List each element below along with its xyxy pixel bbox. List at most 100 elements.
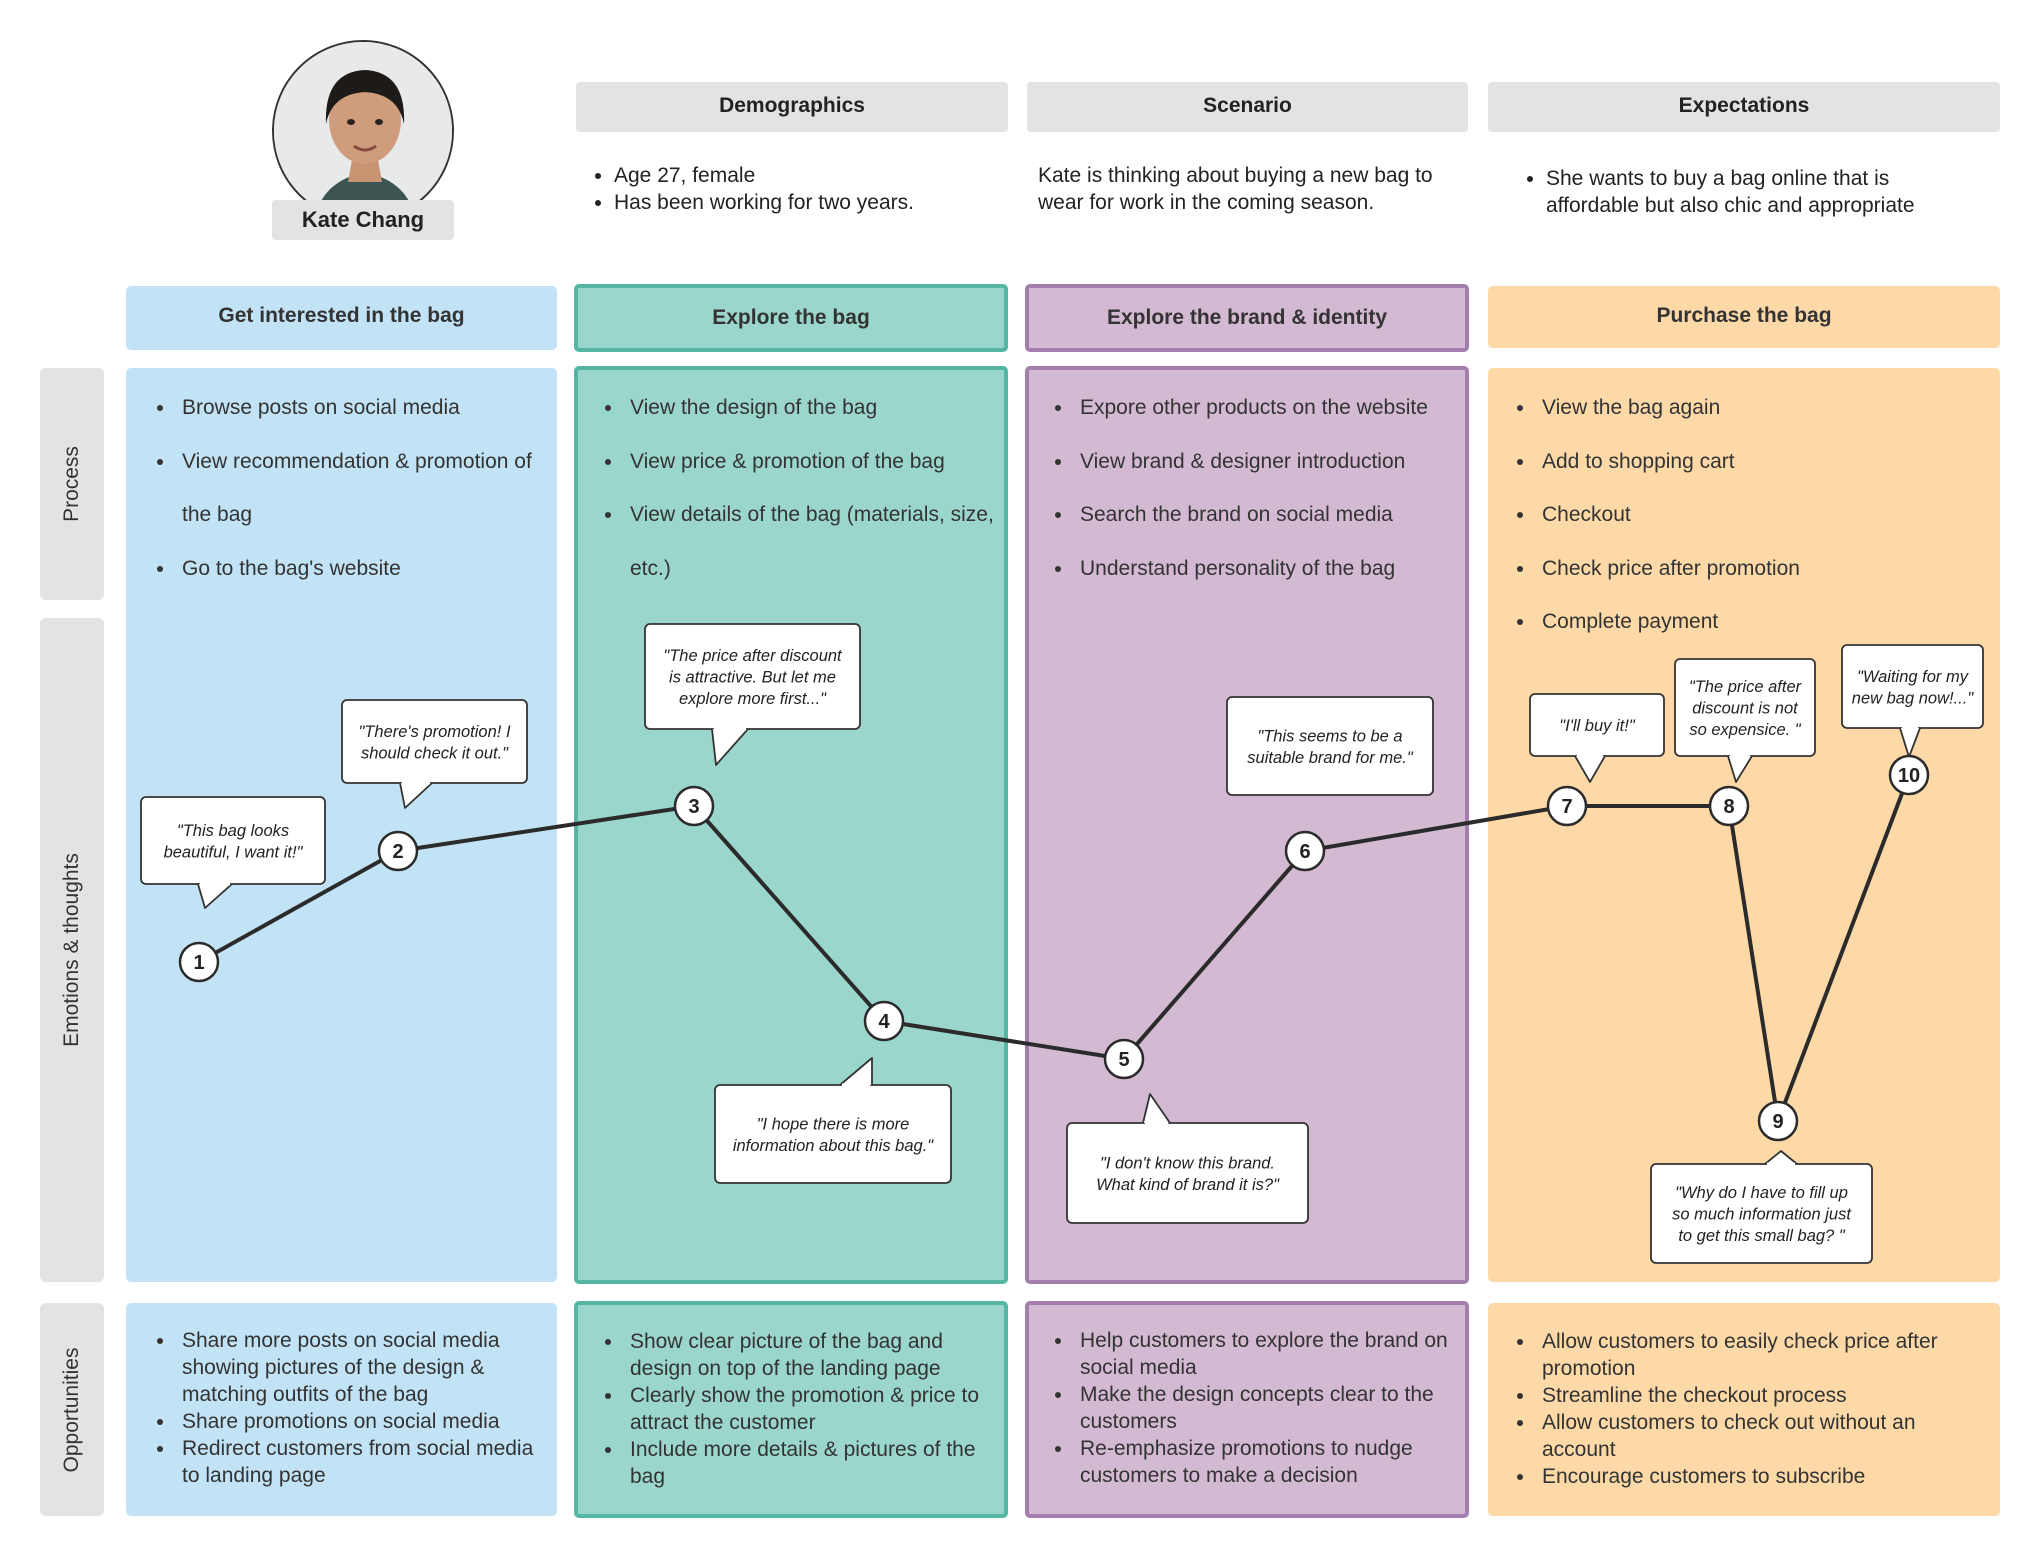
quote-text: new bag now!..."	[1852, 689, 1975, 707]
journey-node-circle	[1546, 785, 1588, 827]
speech-bubble-tail	[1727, 755, 1753, 783]
process-list-interest: Browse posts on social media View recomm…	[148, 381, 548, 595]
journey-node-circle	[1708, 785, 1750, 827]
opportunity-item: Make the design concepts clear to the cu…	[1074, 1381, 1456, 1435]
opportunities-list-explore-bag: Show clear picture of the bag and design…	[596, 1328, 996, 1490]
speech-bubble-box	[341, 699, 528, 784]
opportunity-item: Share more posts on social media showing…	[176, 1327, 538, 1408]
demographics-header: Demographics	[576, 82, 1008, 132]
process-item: Understand personality of the bag	[1074, 542, 1466, 596]
row-label-emotions: Emotions & thoughts	[40, 618, 104, 1282]
expectations-item: She wants to buy a bag online that is af…	[1546, 165, 1958, 219]
opportunities-list-explore-brand: Help customers to explore the brand on s…	[1046, 1327, 1456, 1489]
journey-node: 4	[863, 1000, 905, 1042]
process-item: Complete payment	[1536, 595, 1968, 649]
opportunities-box-purchase	[1488, 1303, 2000, 1516]
opportunity-item: Include more details & pictures of the b…	[624, 1436, 996, 1490]
quote-text: "I hope there is more	[757, 1115, 910, 1133]
journey-node-circle	[1757, 1100, 1799, 1142]
speech-bubble-box	[1066, 1122, 1309, 1224]
speech-bubble-tail	[1764, 1150, 1798, 1165]
quote-text: What kind of brand it is?"	[1096, 1176, 1280, 1194]
quote-text: "This seems to be a	[1257, 727, 1402, 745]
process-list-explore-brand: Expore other products on the website Vie…	[1046, 381, 1466, 595]
quote-text: explore more first..."	[679, 690, 827, 708]
journey-line	[198, 774, 1911, 1123]
scenario-text: Kate is thinking about buying a new bag …	[1038, 162, 1458, 216]
journey-node-circle	[1888, 754, 1930, 796]
stage-header-explore-brand: Explore the brand & identity	[1025, 284, 1469, 352]
demographics-item: Has been working for two years.	[614, 189, 1006, 216]
journey-node: 8	[1708, 785, 1750, 827]
speech-bubble-box	[1841, 644, 1984, 729]
quote-text: so expensice. "	[1689, 721, 1801, 739]
speech-bubble-tail	[1574, 755, 1606, 783]
quote-text: "Waiting for my	[1857, 668, 1970, 686]
process-list-purchase: View the bag again Add to shopping cart …	[1508, 381, 1968, 649]
journey-node-label: 1	[193, 952, 204, 974]
opportunity-item: Re-emphasize promotions to nudge custome…	[1074, 1435, 1456, 1489]
scenario-description: Kate is thinking about buying a new bag …	[1038, 164, 1433, 214]
quote-text: information about this bag."	[733, 1137, 934, 1155]
journey-node: 9	[1757, 1100, 1799, 1142]
process-item: Check price after promotion	[1536, 542, 1968, 596]
journey-node-circle	[377, 830, 419, 872]
opportunity-item: Allow customers to easily check price af…	[1536, 1328, 1978, 1382]
opportunity-item: Help customers to explore the brand on s…	[1074, 1327, 1456, 1381]
speech-bubble: "Waiting for my new bag now!..."	[1841, 644, 1984, 758]
speech-bubble-tail	[197, 883, 233, 909]
speech-bubble: "The price after discount is not so expens…	[1674, 658, 1816, 783]
stage-header-purchase: Purchase the bag	[1488, 286, 2000, 348]
journey-node-label: 10	[1898, 765, 1920, 787]
journey-node: 7	[1546, 785, 1588, 827]
process-item: Add to shopping cart	[1536, 435, 1968, 489]
process-item: View recommendation & promotion of the b…	[176, 435, 548, 542]
journey-node-circle	[1284, 830, 1326, 872]
speech-bubble-box	[140, 796, 326, 885]
journey-node-label: 9	[1772, 1111, 1783, 1133]
opportunity-item: Clearly show the promotion & price to at…	[624, 1382, 996, 1436]
quote-text: "Why do I have to fill up	[1675, 1184, 1848, 1202]
speech-bubble-tail	[399, 782, 433, 809]
quote-text: discount is not	[1692, 700, 1799, 718]
quote-text: "The price after discount	[663, 647, 843, 665]
process-item: View details of the bag (materials, size…	[624, 488, 996, 595]
opportunity-item: Allow customers to check out without an …	[1536, 1409, 1978, 1463]
process-item: Expore other products on the website	[1074, 381, 1466, 435]
quote-text: "I don't know this brand.	[1100, 1154, 1275, 1172]
journey-node-circle	[863, 1000, 905, 1042]
quote-text: "The price after	[1689, 678, 1803, 696]
quote-text: beautiful, I want it!"	[164, 843, 304, 861]
opportunity-item: Streamline the checkout process	[1536, 1382, 1978, 1409]
scenario-header: Scenario	[1027, 82, 1468, 132]
process-list-explore-bag: View the design of the bag View price & …	[596, 381, 996, 595]
speech-bubble-box	[644, 623, 861, 730]
opportunities-list-interest: Share more posts on social media showing…	[148, 1327, 538, 1489]
journey-node: 2	[377, 830, 419, 872]
demographics-item: Age 27, female	[614, 162, 1006, 189]
process-item: View the bag again	[1536, 381, 1968, 435]
opportunity-item: Share promotions on social media	[176, 1408, 538, 1435]
journey-node: 5	[1103, 1038, 1145, 1080]
journey-node-label: 3	[688, 796, 699, 818]
opportunities-box-interest	[126, 1303, 557, 1516]
speech-bubble-box	[1226, 696, 1434, 796]
persona-avatar	[272, 40, 454, 222]
speech-bubble: "I'll buy it!"	[1529, 693, 1665, 783]
opportunity-item: Show clear picture of the bag and design…	[624, 1328, 996, 1382]
expectations-text: She wants to buy a bag online that is af…	[1518, 165, 1958, 219]
speech-bubble-tail	[711, 728, 749, 766]
journey-node-circle	[673, 785, 715, 827]
speech-bubble-box	[1650, 1163, 1873, 1264]
speech-bubble-box	[714, 1084, 952, 1184]
journey-node: 3	[673, 785, 715, 827]
speech-bubble: "I hope there is more information about t…	[714, 1057, 952, 1184]
quote-text: to get this small bag? "	[1678, 1227, 1846, 1245]
process-item: View brand & designer introduction	[1074, 435, 1466, 489]
speech-bubble-tail	[839, 1057, 873, 1086]
journey-node-circle	[178, 941, 220, 983]
opportunities-box-explore-bag	[574, 1301, 1008, 1518]
